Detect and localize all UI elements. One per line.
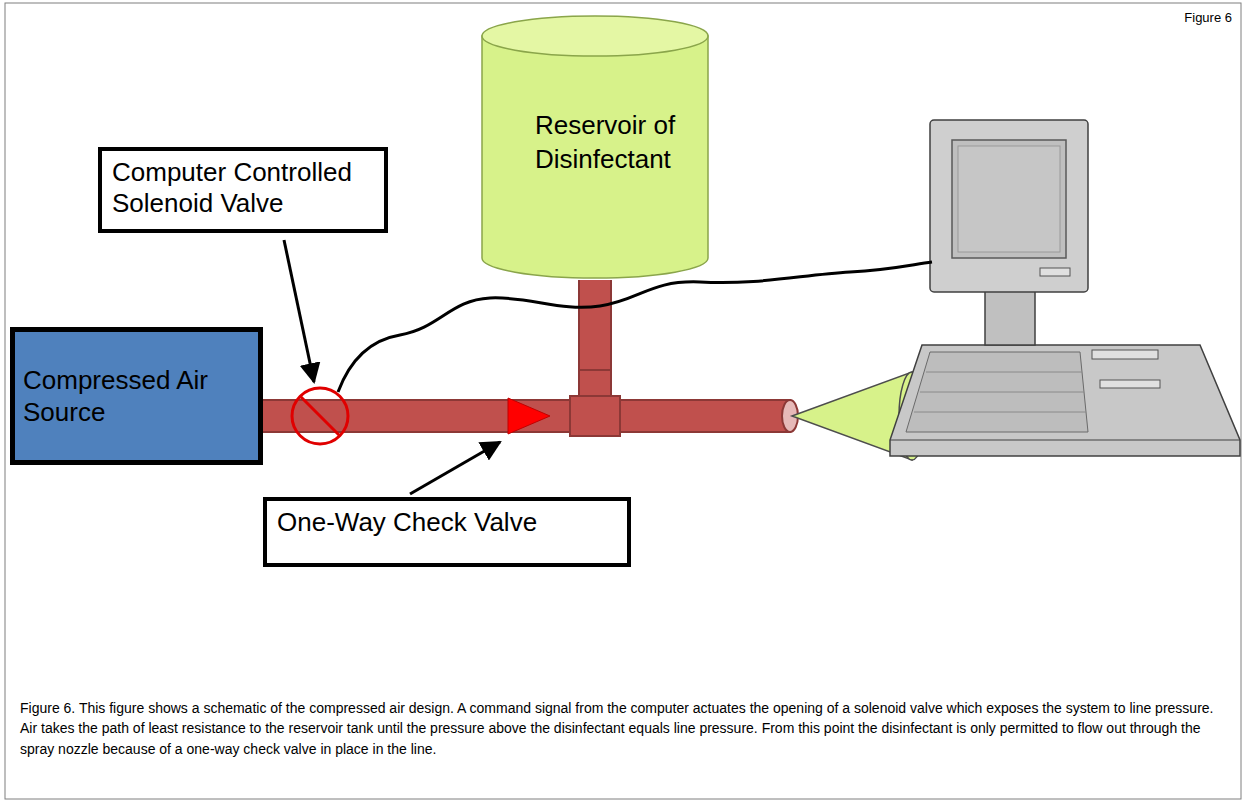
node-text: One-Way Check Valve xyxy=(277,507,617,538)
callout-box: Computer Controlled Solenoid Valve xyxy=(98,147,388,233)
control-signal-wire xyxy=(338,262,932,392)
leader-arrow xyxy=(410,442,500,494)
air-pipe xyxy=(263,280,595,416)
node-text: Computer Controlled Solenoid Valve xyxy=(112,157,374,219)
reservoir-cylinder: Reservoir of Disinfectant xyxy=(480,14,710,280)
figure-frame xyxy=(5,3,1241,799)
outlet-pipe xyxy=(600,400,798,432)
figure-caption: Figure 6. This figure shows a schematic … xyxy=(20,698,1225,759)
solenoid-valve-symbol xyxy=(292,388,348,444)
leader-arrow xyxy=(284,240,314,382)
tee-fitting xyxy=(570,370,620,436)
figure-label: Figure 6 xyxy=(1184,10,1232,25)
callout-box: One-Way Check Valve xyxy=(263,497,631,567)
check-valve-symbol xyxy=(508,398,550,434)
node-text: Compressed Air Source xyxy=(23,364,250,429)
node-text: Reservoir of Disinfectant xyxy=(535,109,710,177)
air-source-box: Compressed Air Source xyxy=(10,327,263,465)
computer xyxy=(890,120,1240,456)
